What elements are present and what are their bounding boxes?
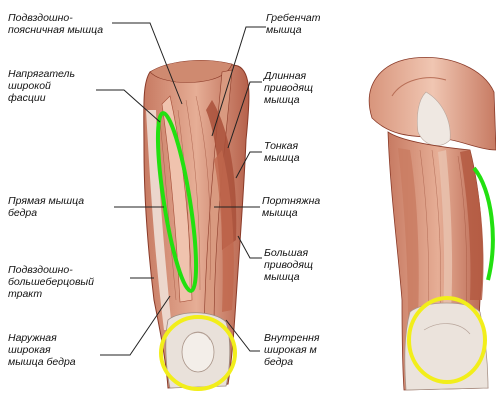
label-iliotibial-tract: Подвздошно- большеберцовый тракт (8, 264, 94, 300)
label-vastus-medialis: Внутрення широкая м бедра (264, 332, 320, 368)
label-tensor-fasciae: Напрягатель широкой фасции (8, 68, 75, 104)
label-adductor-longus: Длинная приводящ мышца (264, 70, 313, 106)
label-gracilis: Тонкая мышца (264, 140, 300, 164)
label-sartorius: Портняжна мышца (262, 195, 320, 219)
label-rectus-femoris: Прямая мышца бедра (8, 195, 84, 219)
label-adductor-magnus: Большая приводящ мышца (264, 247, 313, 283)
label-pectineus: Гребенчат мышца (266, 12, 320, 36)
leader-adductor-magnus (238, 236, 262, 258)
label-vastus-lateralis: Наружная широкая мышца бедра (8, 332, 76, 368)
label-iliopsoas: Подвздошно- поясничная мышца (8, 12, 103, 36)
medial-thigh-illustration (369, 57, 496, 390)
